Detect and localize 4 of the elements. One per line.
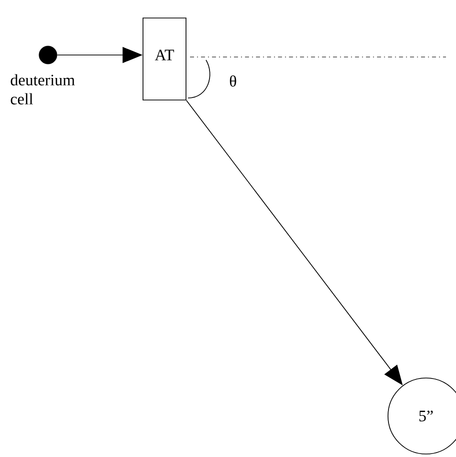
angle-label: θ <box>230 75 236 87</box>
dot <box>38 46 58 64</box>
process-box: AT <box>142 18 186 100</box>
node-label: deuterium cell <box>10 74 75 104</box>
